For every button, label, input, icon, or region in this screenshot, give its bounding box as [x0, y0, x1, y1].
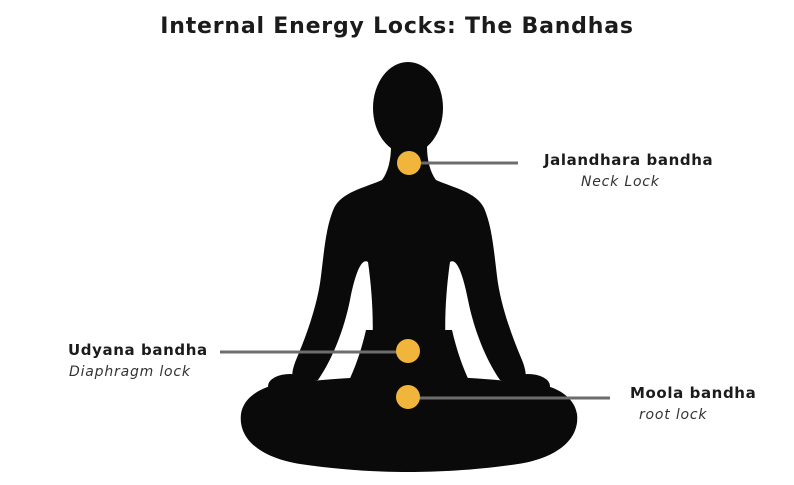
moola-marker — [396, 385, 420, 409]
udyana-marker — [396, 339, 420, 363]
silhouette-head — [373, 62, 443, 154]
moola-label: Moola bandha root lock — [630, 384, 756, 423]
silhouette-body — [292, 146, 526, 386]
udyana-description: Diaphragm lock — [69, 364, 191, 380]
udyana-name: Udyana bandha — [68, 341, 208, 359]
jalandhara-name: Jalandhara bandha — [544, 151, 714, 169]
silhouette-left-hand — [268, 374, 312, 398]
seated-silhouette — [240, 62, 578, 472]
silhouette-legs — [240, 376, 578, 472]
diagram-title: Internal Energy Locks: The Bandhas — [160, 14, 634, 39]
udyana-label: Udyana bandha Diaphragm lock — [68, 341, 208, 380]
moola-name: Moola bandha — [630, 384, 757, 402]
jalandhara-marker — [397, 151, 421, 175]
jalandhara-description: Neck Lock — [581, 174, 660, 190]
silhouette-right-hand — [506, 374, 550, 398]
jalandhara-label: Jalandhara bandha Neck Lock — [544, 151, 713, 190]
moola-description: root lock — [639, 407, 708, 423]
